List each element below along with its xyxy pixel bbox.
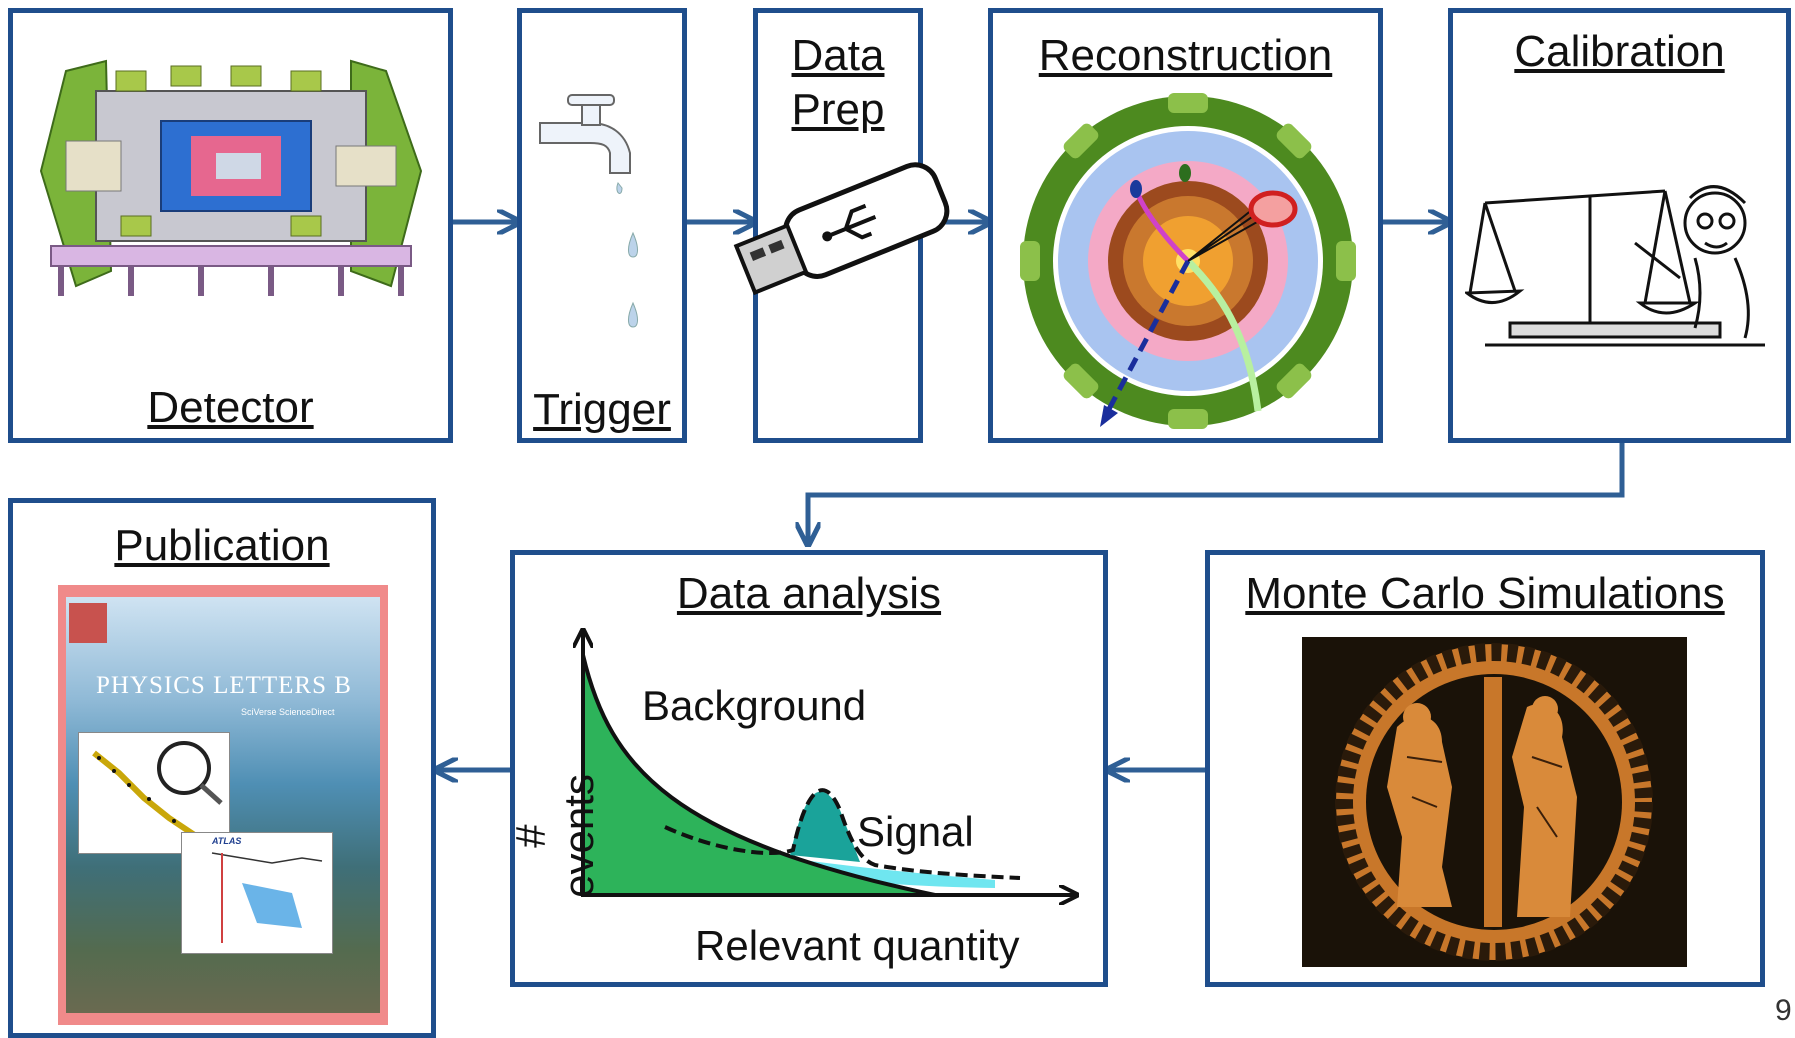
calibration-label: Calibration	[1514, 27, 1725, 76]
data-analysis-box: Data analysis # events Background Signal…	[507, 550, 1108, 987]
publication-box: Publication PHYSICS LETTERS B SciVerse S…	[8, 498, 436, 1038]
signal-peak	[790, 791, 860, 862]
arrow-calibration-analysis	[808, 442, 1625, 542]
journal-cover-image: PHYSICS LETTERS B SciVerse ScienceDirect…	[66, 597, 380, 1013]
calibration-box: Calibration	[1448, 8, 1791, 443]
background-curve	[581, 654, 936, 897]
trigger-label: Trigger	[533, 385, 671, 434]
cms-plot-inset	[78, 732, 230, 854]
scale-cartoon-illustration	[1465, 185, 1765, 347]
data-analysis-label: Data analysis	[676, 569, 942, 618]
elsevier-logo	[69, 603, 107, 643]
signal-label: Signal	[857, 808, 974, 855]
y-axis-label: # events	[507, 774, 602, 898]
page-number: 9	[1775, 994, 1792, 1027]
data-prep-label-line2: Prep	[791, 85, 885, 134]
atlas-label: ATLAS	[212, 836, 242, 846]
monte-carlo-box: Monte Carlo Simulations	[1205, 550, 1765, 987]
reconstruction-box: Reconstruction	[988, 8, 1383, 443]
data-prep-label-line1: Data	[791, 31, 885, 80]
reconstruction-label: Reconstruction	[1038, 31, 1333, 80]
journal-cover: PHYSICS LETTERS B SciVerse ScienceDirect…	[58, 585, 388, 1025]
x-axis-label: Relevant quantity	[695, 922, 1020, 969]
publication-label: Publication	[114, 521, 330, 570]
signal-plus-background-curve	[664, 788, 1021, 880]
detector-illustration	[39, 59, 423, 296]
atlas-plot-inset: ATLAS	[181, 832, 333, 954]
greek-vase-illustration	[1302, 637, 1687, 967]
signal-background-plot	[515, 610, 1105, 970]
background-label: Background	[642, 682, 867, 729]
journal-subtitle: SciVerse ScienceDirect	[241, 707, 335, 717]
event-display-illustration	[1020, 93, 1356, 429]
faucet-icon	[539, 94, 638, 328]
detector-box: Detector	[8, 8, 453, 443]
usb-stick-icon	[733, 162, 950, 296]
water-drop-icon	[628, 301, 638, 328]
monte-carlo-label: Monte Carlo Simulations	[1245, 569, 1725, 618]
water-drop-icon	[628, 231, 638, 258]
journal-title: PHYSICS LETTERS B	[96, 672, 352, 699]
detector-label: Detector	[147, 383, 314, 432]
trigger-box: Trigger	[517, 8, 687, 443]
background-area	[583, 655, 935, 895]
